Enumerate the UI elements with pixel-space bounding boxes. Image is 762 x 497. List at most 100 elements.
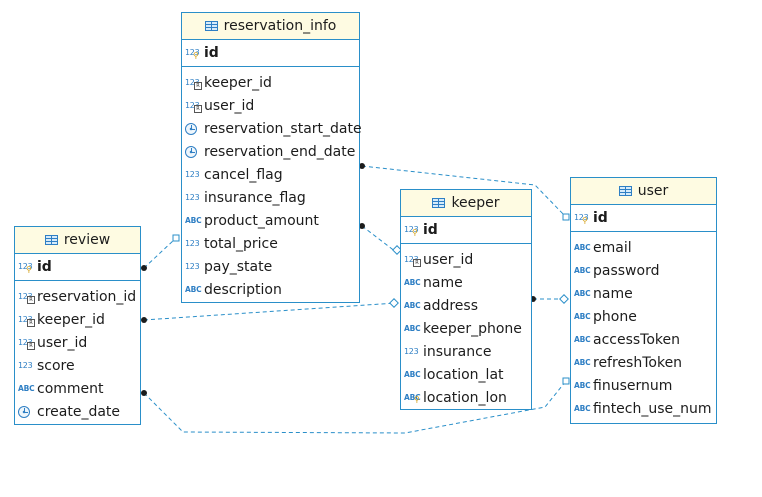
entity-title-label: review: [63, 232, 111, 248]
column-name: id: [423, 222, 438, 238]
text-icon: ABC: [574, 380, 591, 390]
link-review-user: [143, 380, 567, 434]
column-row[interactable]: ABC⚲location_lon: [401, 386, 531, 409]
primary-key-row[interactable]: 123⚲id: [15, 254, 140, 281]
reservation-info-to-keeper-dot: [359, 223, 365, 229]
reservation-info-review-end: [172, 234, 180, 242]
primary-key-row[interactable]: 123⚲ id: [571, 205, 716, 232]
keeper-reservation-end: [392, 245, 402, 255]
column-name: reservation_start_date: [204, 120, 362, 137]
review-to-reservation-dot: [141, 265, 147, 271]
primary-key-row[interactable]: 123⚲ id: [401, 217, 531, 244]
number-icon: 123: [18, 360, 33, 370]
column-name: refreshToken: [593, 354, 683, 371]
column-name: accessToken: [593, 331, 681, 348]
number-icon: 123: [185, 261, 200, 271]
column-row[interactable]: create_date: [15, 400, 140, 423]
entity-title-label: keeper: [451, 195, 500, 211]
number-key-icon: 123⚲: [18, 262, 33, 274]
column-name: keeper_phone: [423, 320, 522, 337]
column-name: product_amount: [204, 212, 319, 229]
keeper-review-end: [389, 298, 399, 308]
column-name: phone: [593, 308, 637, 325]
column-name: insurance_flag: [204, 189, 306, 206]
column-name: cancel_flag: [204, 166, 283, 183]
number-key-icon: 123⚲: [574, 213, 589, 225]
column-name: description: [204, 281, 282, 298]
column-name: id: [593, 210, 608, 226]
number-icon: 123: [185, 169, 200, 179]
column-name: keeper_id: [204, 74, 272, 91]
link-review-keeper: [143, 302, 397, 321]
entity-title[interactable]: keeper: [401, 190, 531, 217]
column-name: password: [593, 262, 660, 279]
review-to-user-dot: [141, 390, 147, 396]
column-row[interactable]: 123 cancel_flag: [182, 163, 359, 186]
column-name: location_lon: [423, 389, 507, 406]
text-icon: ABC: [185, 284, 202, 294]
column-name: user_id: [37, 334, 88, 351]
entity-title[interactable]: review: [15, 227, 140, 254]
column-row[interactable]: reservation_start_date: [182, 117, 362, 140]
column-name: name: [423, 274, 463, 291]
entity-title[interactable]: reservation_info: [182, 13, 359, 40]
number-key-icon: 123⚲: [404, 225, 419, 237]
text-icon: ABC: [185, 215, 202, 225]
text-key-icon: ABC⚲: [404, 392, 421, 404]
primary-key-row[interactable]: 123⚲ id: [182, 40, 359, 67]
text-icon: ABC: [574, 357, 591, 367]
column-row[interactable]: reservation_end_date: [182, 140, 359, 163]
table-icon: [618, 186, 632, 196]
entity-title[interactable]: user: [571, 178, 716, 205]
table-icon: [44, 235, 58, 245]
datetime-icon: [185, 145, 204, 159]
column-name: reservation_end_date: [204, 143, 356, 160]
link-reservation-info-keeper: [361, 225, 397, 253]
text-icon: ABC: [574, 311, 591, 321]
column-name: insurance: [423, 343, 492, 360]
datetime-icon: [18, 405, 37, 419]
table-icon: [432, 198, 446, 208]
column-name: email: [593, 239, 632, 256]
column-name: id: [204, 45, 219, 61]
number-key-icon: 123⚲: [185, 48, 200, 60]
review-to-keeper-dot: [141, 317, 147, 323]
number-icon: 123: [185, 238, 200, 248]
column-name: comment: [37, 380, 104, 397]
column-name: name: [593, 285, 633, 302]
